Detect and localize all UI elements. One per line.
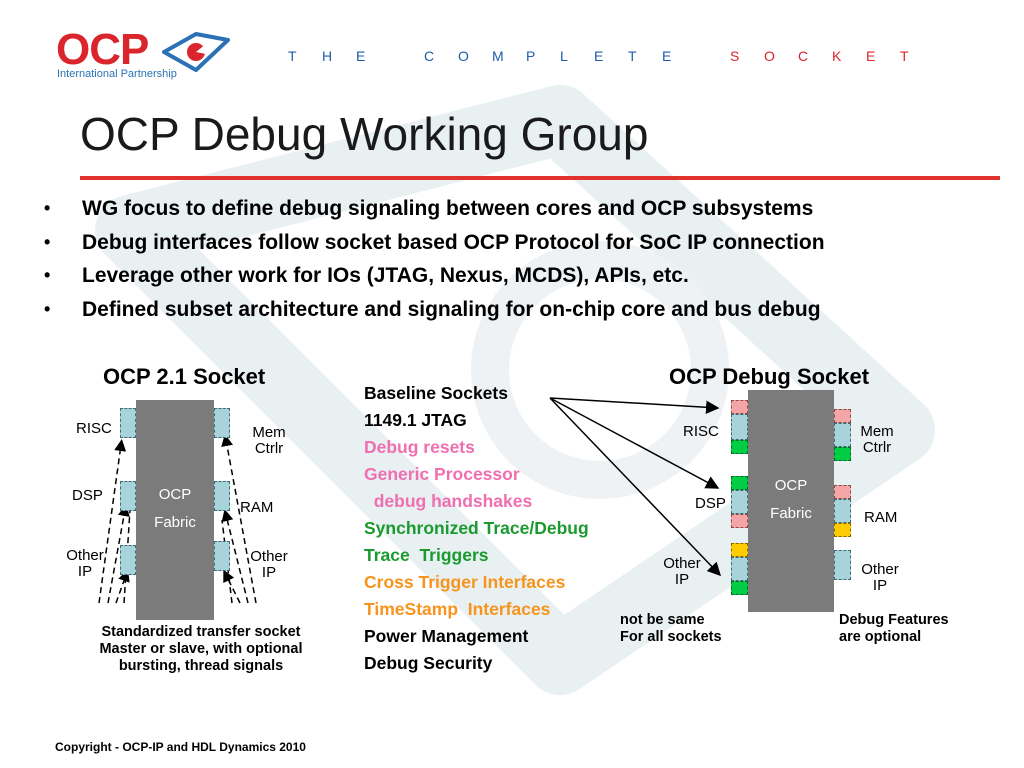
tagline-letter: S (730, 48, 740, 64)
left-caption-line: Master or slave, with optional (99, 641, 303, 657)
tagline-letter: E (594, 48, 604, 64)
left-caption-line: bursting, thread signals (118, 658, 284, 674)
left-ocp-fabric (136, 400, 214, 620)
tagline-letter: H (322, 48, 333, 64)
left-port-other (120, 545, 136, 575)
bullet-text: WG focus to define debug signaling betwe… (82, 197, 814, 220)
right-label-dsp: DSP (695, 495, 726, 512)
tagline-letter: M (492, 48, 504, 64)
note-line: not be same (620, 612, 705, 628)
bullet-item: •WG focus to define debug signaling betw… (44, 197, 814, 220)
right-port-ram-pink (834, 485, 851, 499)
tagline-letter: L (560, 48, 568, 64)
title-divider (80, 176, 1000, 180)
right-port-other-green (731, 581, 748, 595)
left-label-ram: RAM (240, 499, 274, 516)
bullet-item: •Defined subset architecture and signali… (44, 297, 821, 321)
tagline-letter: E (356, 48, 366, 64)
right-port-dsp-blue (731, 490, 748, 514)
right-port-ram-yellow (834, 523, 851, 537)
page-title: OCP Debug Working Group (80, 108, 649, 160)
right-port-risc-blue (731, 414, 748, 440)
left-port-mem (214, 408, 230, 438)
tagline-letter: T (288, 48, 297, 64)
left-diagram-heading: OCP 2.1 Socket (103, 364, 266, 389)
left-port-dsp (120, 481, 136, 511)
ocp-logo-text: OCP (56, 25, 149, 74)
right-port-risc-pink (731, 400, 748, 414)
left-port-risc (120, 408, 136, 438)
right-port-dsp-pink (731, 514, 748, 528)
logo-subtitle: International Partnership (57, 68, 177, 80)
tagline-letter: T (900, 48, 909, 64)
left-fabric-label-2: Fabric (154, 514, 196, 531)
note-line: are optional (839, 629, 922, 645)
debug-feature-item: Trace Triggers (364, 545, 489, 565)
bullet-item: •Debug interfaces follow socket based OC… (44, 230, 825, 254)
right-note-right: Debug Features are optional (839, 612, 949, 646)
left-caption-line: Standardized transfer socket (101, 624, 301, 640)
debug-feature-item: Debug resets (364, 437, 475, 457)
left-port-ram (214, 481, 230, 511)
logo-chevron-icon (162, 32, 230, 72)
right-port-ram-blue (834, 499, 851, 523)
right-label-other-right: Other IP (861, 561, 899, 594)
tagline-letter: E (866, 48, 876, 64)
left-label-other-right: Other IP (250, 548, 288, 581)
debug-feature-item: debug handshakes (364, 491, 533, 511)
tagline-letter: O (458, 48, 469, 64)
debug-feature-item: Synchronized Trace/Debug (364, 518, 589, 538)
right-label-ram: RAM (864, 509, 898, 526)
tagline-letter: K (832, 48, 842, 64)
right-note-left: not be same For all sockets (620, 612, 722, 646)
debug-feature-item: 1149.1 JTAG (364, 410, 467, 430)
bullet-text: Leverage other work for IOs (JTAG, Nexus… (82, 264, 689, 287)
left-label-mem: Mem Ctrlr (252, 424, 286, 457)
bullet-text: Debug interfaces follow socket based OCP… (82, 230, 825, 254)
tagline-letter: E (662, 48, 672, 64)
right-port-mem-blue (834, 423, 851, 447)
right-label-mem: Mem Ctrlr (860, 423, 894, 456)
tagline-letter: C (798, 48, 809, 64)
right-fabric-label-2: Fabric (770, 505, 812, 522)
left-label-dsp: DSP (72, 487, 103, 504)
right-ocp-fabric (748, 390, 834, 612)
bullet-list: •WG focus to define debug signaling betw… (44, 192, 825, 326)
right-port-mem-pink (834, 409, 851, 423)
copyright-text: Copyright - OCP-IP and HDL Dynamics 2010 (55, 740, 306, 754)
debug-feature-item: Generic Processor (364, 464, 520, 484)
tagline-letter: C (424, 48, 435, 64)
note-line: Debug Features (839, 612, 949, 628)
debug-feature-item: Debug Security (364, 653, 493, 673)
tagline-letter: T (628, 48, 637, 64)
debug-feature-item: Power Management (364, 626, 529, 646)
right-label-other: Other IP (663, 555, 701, 588)
right-port-risc-green (731, 440, 748, 454)
debug-feature-item: Cross Trigger Interfaces (364, 572, 566, 592)
right-port-other-blue (731, 557, 748, 581)
debug-feature-item: TimeStamp Interfaces (364, 599, 551, 619)
tagline-letter: O (764, 48, 775, 64)
left-fabric-label-1: OCP (158, 486, 192, 503)
tagline-letter: P (526, 48, 536, 64)
right-diagram-heading: OCP Debug Socket (669, 364, 870, 389)
right-port-mem-green (834, 447, 851, 461)
left-caption: Standardized transfer socket Master or s… (70, 624, 332, 675)
right-port-other-right-blue (834, 550, 851, 580)
bullet-item: •Leverage other work for IOs (JTAG, Nexu… (44, 264, 689, 287)
right-port-other-yellow (731, 543, 748, 557)
note-line: For all sockets (620, 629, 722, 645)
right-port-dsp-green (731, 476, 748, 490)
debug-feature-item: Baseline Sockets (364, 383, 508, 403)
bullet-text: Defined subset architecture and signalin… (82, 297, 821, 321)
left-port-other-right (214, 541, 230, 571)
left-label-other: Other IP (66, 547, 104, 580)
right-label-risc: RISC (683, 423, 719, 440)
left-label-risc: RISC (76, 420, 112, 437)
right-fabric-label-1: OCP (774, 477, 808, 494)
